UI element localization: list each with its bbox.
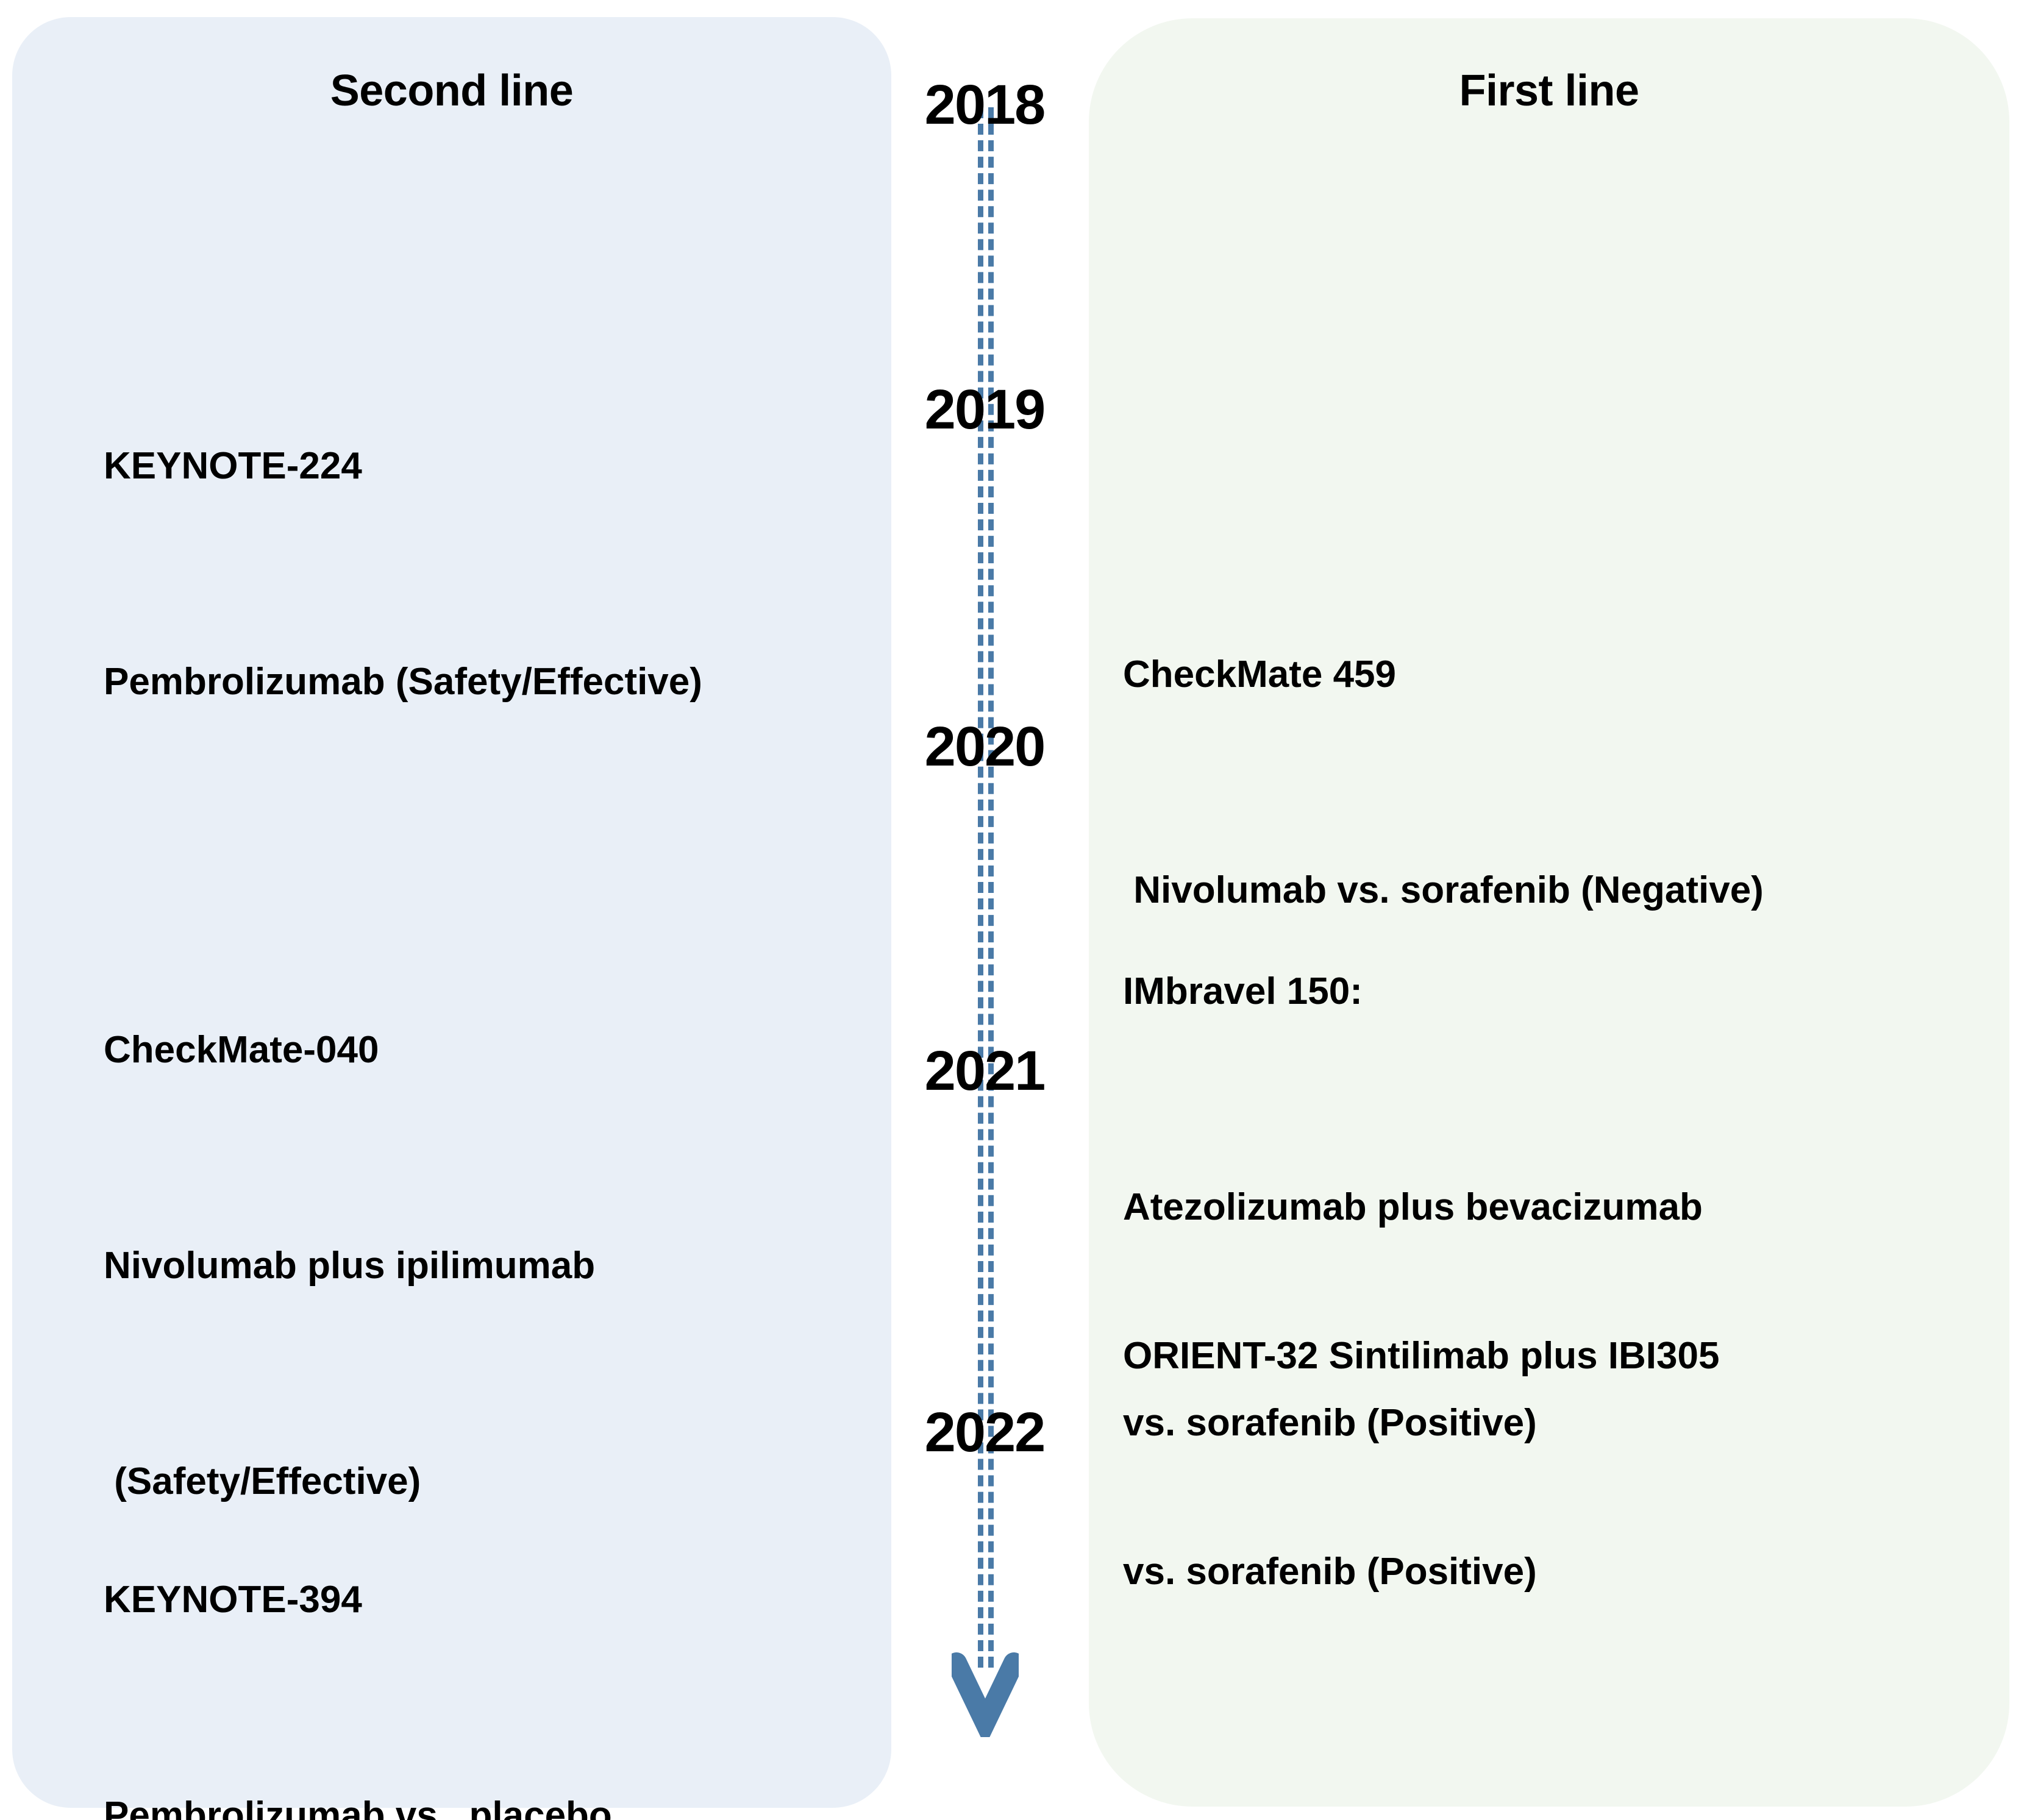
trial-detail: Atezolizumab plus bevacizumab — [1123, 1186, 1703, 1228]
trial-detail: Pembrolizumab vs. placebo — [104, 1794, 612, 1820]
timeline-axis — [978, 107, 994, 1668]
trial-outcome: vs. sorafenib (Positive) — [1123, 1402, 1537, 1444]
year-marker-2020: 2020 — [924, 716, 1046, 778]
year-marker-2018: 2018 — [924, 74, 1046, 136]
trial-name: IMbravel 150: — [1123, 970, 1363, 1012]
timeline-rail-left — [978, 107, 983, 1668]
first-line-title: First line — [1459, 66, 1639, 115]
trial-outcome: (Safety/Effective) — [104, 1460, 421, 1502]
trial-name: KEYNOTE-224 — [104, 445, 362, 487]
second-line-panel: Second line — [12, 17, 891, 1808]
year-marker-2019: 2019 — [924, 379, 1046, 441]
trial-name: KEYNOTE-394 — [104, 1579, 362, 1621]
year-marker-2021: 2021 — [924, 1040, 1046, 1102]
trial-detail: Pembrolizumab (Safety/Effective) — [104, 661, 702, 703]
trial-detail: Nivolumab vs. sorafenib (Negative) — [1123, 869, 1764, 911]
first-line-panel: First line — [1089, 18, 2009, 1807]
second-line-title: Second line — [330, 66, 574, 115]
trial-name: CheckMate-040 — [104, 1029, 379, 1071]
trial-block-orient-32: ORIENT-32 Sintilimab plus IBI305 vs. sor… — [1123, 1176, 1719, 1752]
trial-name: CheckMate 459 — [1123, 653, 1397, 695]
trial-block-checkmate-040: CheckMate-040 Nivolumab plus ipilimumab … — [104, 870, 595, 1662]
trial-block-keynote-224: KEYNOTE-224 Pembrolizumab (Safety/Effect… — [104, 286, 702, 862]
trial-detail: vs. sorafenib (Positive) — [1123, 1551, 1537, 1593]
timeline-rail-right — [988, 107, 994, 1668]
trial-block-imbravel-150: IMbravel 150: Atezolizumab plus bevacizu… — [1123, 812, 1703, 1603]
trial-block-checkmate-459: CheckMate 459 Nivolumab vs. sorafenib (N… — [1123, 495, 1764, 1070]
trial-block-keynote-394: KEYNOTE-394 Pembrolizumab vs. placebo (S… — [104, 1420, 612, 1820]
down-arrow-icon — [952, 1646, 1019, 1737]
trial-detail: Nivolumab plus ipilimumab — [104, 1245, 596, 1287]
year-marker-2022: 2022 — [924, 1401, 1046, 1463]
trial-name: ORIENT-32 Sintilimab plus IBI305 — [1123, 1335, 1720, 1377]
